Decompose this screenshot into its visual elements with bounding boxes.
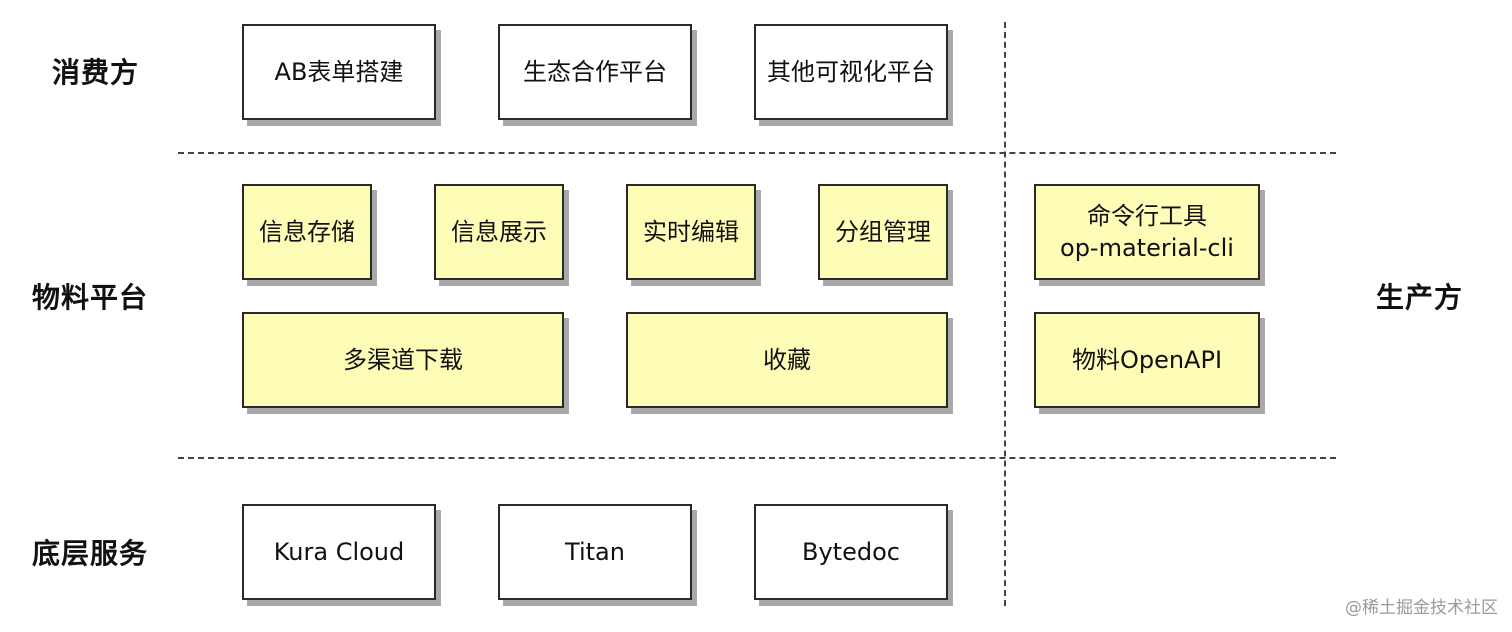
infra-box-bytedoc: Bytedoc <box>754 504 948 600</box>
infra-box-kura-cloud: Kura Cloud <box>242 504 436 600</box>
consumer-box-other-visual: 其他可视化平台 <box>754 24 948 120</box>
producer-cli-title: 命令行工具 <box>1087 201 1207 230</box>
infra-box-titan: Titan <box>498 504 692 600</box>
platform-box-favorites: 收藏 <box>626 312 948 408</box>
platform-box-realtime-edit: 实时编辑 <box>626 184 756 280</box>
separator-bottom <box>178 457 1336 459</box>
platform-box-storage: 信息存储 <box>242 184 372 280</box>
row-label-consumer: 消费方 <box>52 56 140 89</box>
row-label-platform: 物料平台 <box>32 281 149 314</box>
consumer-box-ab-form: AB表单搭建 <box>242 24 436 120</box>
producer-box-openapi: 物料OpenAPI <box>1034 312 1260 408</box>
separator-top <box>178 152 1336 154</box>
producer-cli-name: op-material-cli <box>1060 234 1234 262</box>
row-label-infra: 底层服务 <box>32 537 149 570</box>
platform-box-multi-download: 多渠道下载 <box>242 312 564 408</box>
platform-box-display: 信息展示 <box>434 184 564 280</box>
platform-box-group-manage: 分组管理 <box>818 184 948 280</box>
watermark: @稀土掘金技术社区 <box>1345 598 1498 618</box>
row-label-producer: 生产方 <box>1376 281 1464 314</box>
producer-box-cli: 命令行工具 op-material-cli <box>1034 184 1260 280</box>
consumer-box-ecosystem: 生态合作平台 <box>498 24 692 120</box>
separator-vertical <box>1004 22 1006 606</box>
